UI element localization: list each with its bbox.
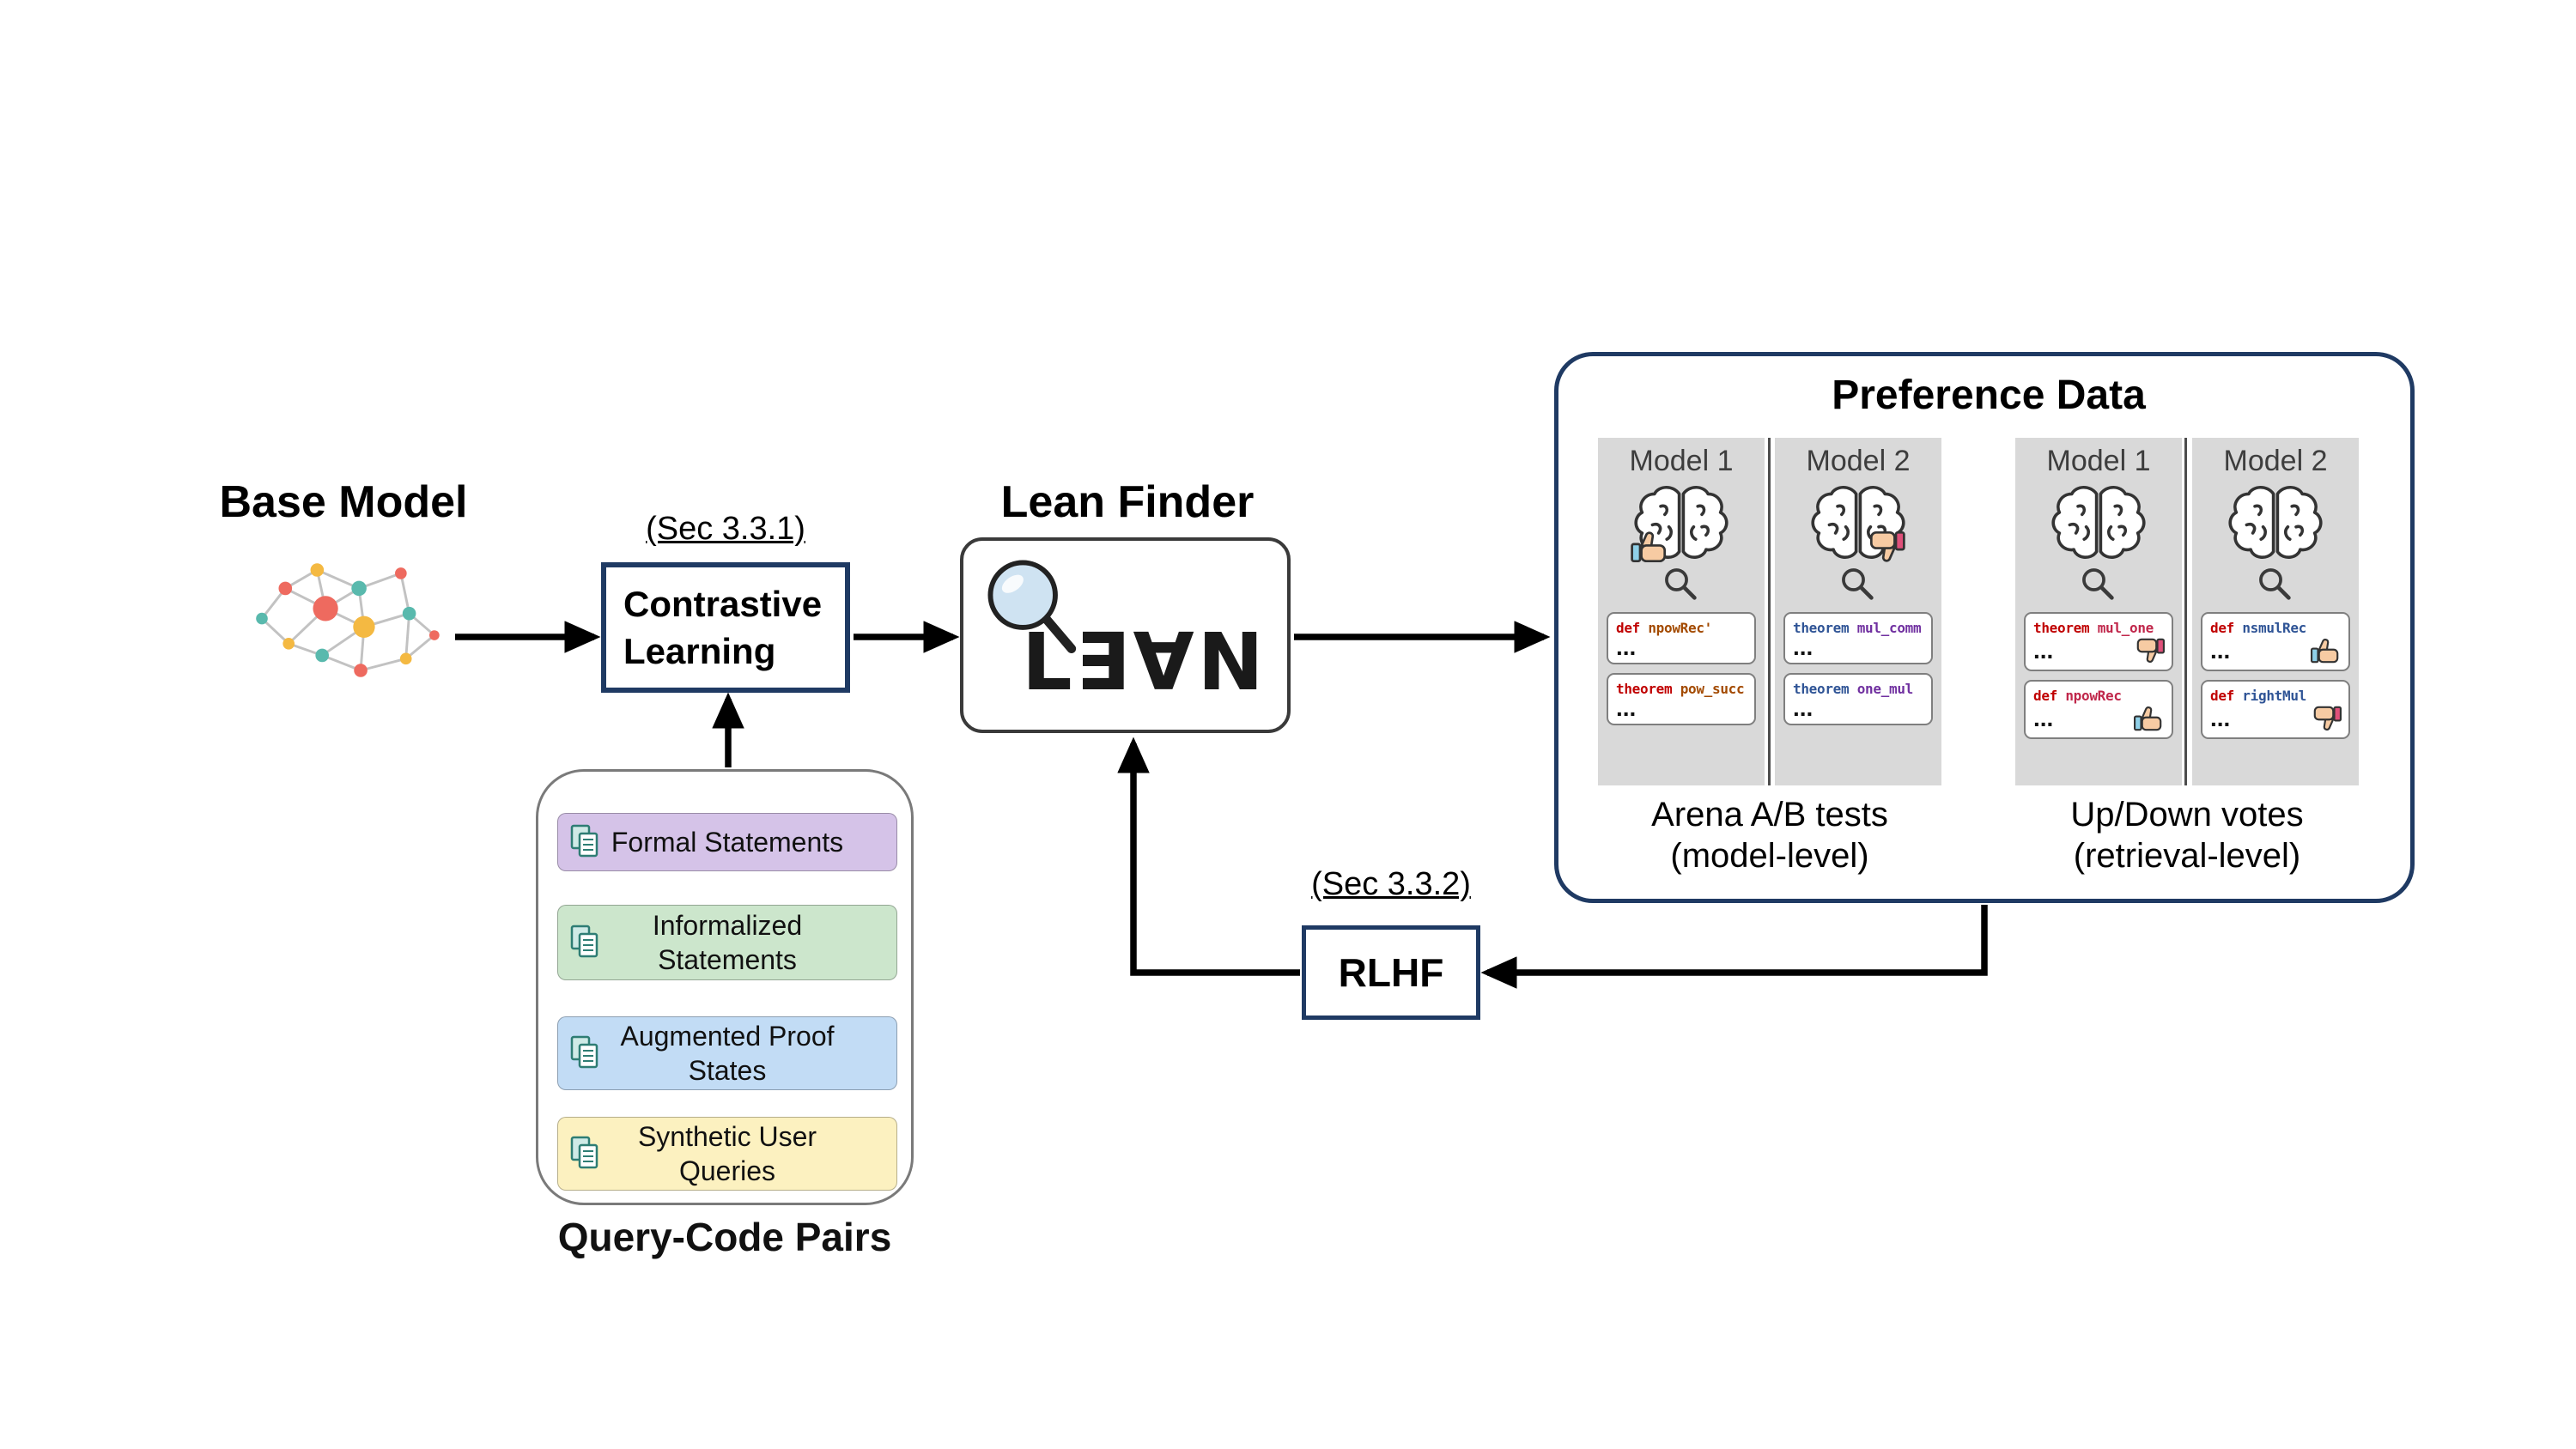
base-model-label: Base Model [219, 477, 468, 527]
qc-item-label: Formal Statements [611, 827, 844, 858]
document-icon [568, 823, 603, 861]
brain-icon [1805, 482, 1911, 564]
ellipsis: ... [2210, 705, 2231, 731]
arena-model1-panel: Model 1 def npowRec' ... theorem pow_suc… [1598, 438, 1765, 785]
brain-icon [2045, 482, 2152, 564]
rlhf-label: RLHF [1338, 950, 1444, 995]
code-card: theorem mul_one ... [2024, 612, 2173, 671]
code-card: theorem one_mul ... [1783, 673, 1933, 725]
card-code: def rightMul [2210, 688, 2307, 704]
card-code: theorem pow_succ [1616, 681, 1745, 697]
thumb-down-icon [1865, 528, 1906, 566]
magnifier-icon [1839, 566, 1877, 603]
panel-divider [2184, 438, 2187, 785]
arrow-rlhf-to-lean [1117, 737, 1300, 976]
rlhf-box: RLHF [1302, 925, 1480, 1020]
magnifier-icon [1662, 566, 1700, 603]
thumb-up-icon [2133, 704, 2166, 733]
preference-data-box: Preference Data Model 1 def npowRec' ...… [1554, 352, 2415, 903]
sec-3-3-1-label: (Sec 3.3.1) [646, 510, 805, 547]
ellipsis: ... [1793, 634, 1814, 660]
contrastive-label-line2: Learning [623, 630, 776, 671]
document-icon [568, 1135, 603, 1173]
ellipsis: ... [2210, 637, 2231, 664]
sec-3-3-2-label: (Sec 3.3.2) [1311, 865, 1471, 902]
base-model-network-icon [256, 563, 440, 677]
arena-caption-line2: (model-level) [1670, 837, 1869, 875]
query-code-pairs-box: Formal Statements Informalized Statement… [536, 769, 914, 1205]
ellipsis: ... [1616, 634, 1637, 660]
ellipsis: ... [2033, 705, 2054, 731]
arena-caption-line1: Arena A/B tests [1651, 796, 1888, 834]
ellipsis: ... [2033, 637, 2054, 664]
card-code: theorem mul_comm [1793, 620, 1922, 636]
card-code: theorem one_mul [1793, 681, 1914, 697]
code-card: def rightMul ... [2201, 680, 2350, 739]
votes-model2-panel: Model 2 def nsmulRec ... def rightMul ..… [2192, 438, 2359, 785]
lean-logo: L∃∀N [1022, 616, 1267, 708]
code-card: def nsmulRec ... [2201, 612, 2350, 671]
thumb-down-icon [2310, 704, 2342, 733]
arena-model2-panel: Model 2 theorem mul_comm ... theorem one… [1775, 438, 1941, 785]
thumb-down-icon [2133, 636, 2166, 665]
lean-finder-title: Lean Finder [1000, 477, 1255, 527]
qc-item-synthetic-user-queries: Synthetic User Queries [557, 1117, 897, 1191]
magnifier-icon [2257, 566, 2294, 603]
arrow-preference-to-rlhf [1480, 905, 1988, 989]
ellipsis: ... [1616, 694, 1637, 721]
panel-divider [1768, 438, 1771, 785]
votes-model1-panel: Model 1 theorem mul_one ... def npowRec … [2015, 438, 2182, 785]
qc-item-label: Informalized Statements [652, 910, 803, 975]
votes-caption-line1: Up/Down votes [2070, 796, 2304, 834]
qc-item-label: Augmented Proof States [620, 1021, 835, 1086]
preference-data-title: Preference Data [1832, 372, 2146, 418]
model-name: Model 1 [1629, 445, 1734, 477]
card-code: theorem mul_one [2033, 620, 2154, 636]
votes-caption-line2: (retrieval-level) [2073, 837, 2301, 875]
brain-icon [1628, 482, 1735, 564]
model-name: Model 1 [2046, 445, 2151, 477]
code-card: theorem mul_comm ... [1783, 612, 1933, 664]
contrastive-learning-box: Contrastive Learning [601, 562, 850, 693]
brain-icon [2222, 482, 2329, 564]
model-name: Model 2 [1806, 445, 1911, 477]
magnifier-icon [2080, 566, 2117, 603]
card-code: def npowRec' [1616, 620, 1713, 636]
contrastive-label-line1: Contrastive [623, 584, 823, 624]
query-code-pairs-caption: Query-Code Pairs [557, 1215, 892, 1259]
qc-item-informalized-statements: Informalized Statements [557, 905, 897, 980]
code-card: theorem pow_succ ... [1607, 673, 1756, 725]
qc-item-formal-statements: Formal Statements [557, 813, 897, 871]
ellipsis: ... [1793, 694, 1814, 721]
thumb-up-icon [1630, 528, 1671, 566]
lean-finder-box: L∃∀N [960, 537, 1291, 733]
qc-item-augmented-proof-states: Augmented Proof States [557, 1016, 897, 1090]
model-name: Model 2 [2223, 445, 2328, 477]
qc-item-label: Synthetic User Queries [637, 1121, 817, 1186]
document-icon [568, 1034, 603, 1072]
code-card: def npowRec ... [2024, 680, 2173, 739]
card-code: def npowRec [2033, 688, 2122, 704]
thumb-up-icon [2310, 636, 2342, 665]
card-code: def nsmulRec [2210, 620, 2307, 636]
code-card: def npowRec' ... [1607, 612, 1756, 664]
document-icon [568, 924, 603, 961]
